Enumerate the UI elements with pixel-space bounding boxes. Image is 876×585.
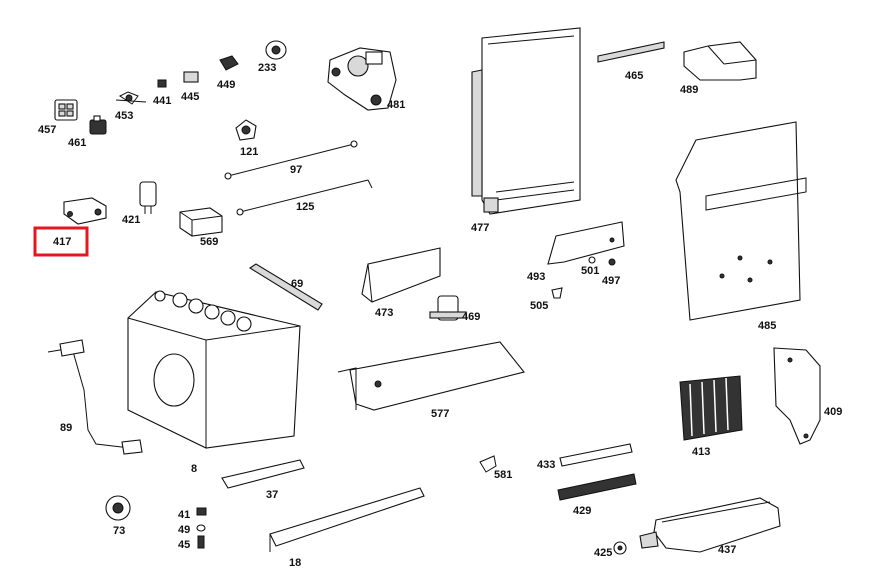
- part-501[interactable]: [588, 256, 596, 264]
- label-581: 581: [494, 469, 512, 481]
- part-18[interactable]: [269, 487, 425, 552]
- part-489[interactable]: [683, 41, 757, 81]
- part-69[interactable]: [248, 263, 323, 311]
- part-425[interactable]: [613, 541, 627, 555]
- part-505[interactable]: [551, 287, 563, 299]
- label-569: 569: [200, 236, 218, 248]
- part-125-cable[interactable]: [236, 179, 373, 216]
- part-497[interactable]: [608, 258, 616, 266]
- part-445[interactable]: [183, 71, 199, 83]
- highlight-box-417: [33, 226, 89, 257]
- label-453: 453: [115, 110, 133, 122]
- label-461-relay: 461: [68, 137, 86, 149]
- part-473[interactable]: [361, 247, 441, 303]
- label-473: 473: [375, 307, 393, 319]
- label-89: 89: [60, 422, 72, 434]
- part-581[interactable]: [479, 455, 497, 473]
- label-97: 97: [290, 164, 302, 176]
- label-577: 577: [431, 408, 449, 420]
- label-445: 445: [181, 91, 199, 103]
- part-485[interactable]: [675, 121, 807, 321]
- label-481: 481: [387, 99, 405, 111]
- part-457[interactable]: [54, 99, 78, 121]
- label-8: 8: [191, 463, 197, 475]
- label-485: 485: [758, 320, 776, 332]
- label-49: 49: [178, 524, 190, 536]
- part-577[interactable]: [337, 341, 525, 411]
- label-125: 125: [296, 201, 314, 213]
- part-417[interactable]: [63, 197, 107, 225]
- label-409: 409: [824, 406, 842, 418]
- label-233: 233: [258, 62, 276, 74]
- label-469: 469: [462, 311, 480, 323]
- part-449[interactable]: [219, 55, 239, 71]
- label-489: 489: [680, 84, 698, 96]
- part-121[interactable]: [235, 119, 257, 141]
- part-73[interactable]: [105, 495, 131, 521]
- part-233[interactable]: [265, 40, 287, 60]
- label-18: 18: [289, 557, 301, 569]
- label-37: 37: [266, 489, 278, 501]
- part-413[interactable]: [679, 375, 743, 441]
- part-441[interactable]: [157, 79, 167, 88]
- part-8-battery[interactable]: [127, 290, 301, 449]
- label-429: 429: [573, 505, 591, 517]
- part-461-relay[interactable]: [89, 115, 107, 135]
- label-121: 121: [240, 146, 258, 158]
- part-569[interactable]: [179, 207, 223, 237]
- label-417: 417: [53, 236, 71, 248]
- label-477: 477: [471, 222, 489, 234]
- label-425: 425: [594, 547, 612, 559]
- label-433: 433: [537, 459, 555, 471]
- part-45[interactable]: [197, 535, 205, 549]
- part-421[interactable]: [139, 181, 157, 214]
- label-69: 69: [291, 278, 303, 290]
- label-497: 497: [602, 275, 620, 287]
- label-505: 505: [530, 300, 548, 312]
- part-481[interactable]: [327, 47, 397, 111]
- part-49[interactable]: [196, 524, 206, 532]
- label-441: 441: [153, 95, 171, 107]
- label-437: 437: [718, 544, 736, 556]
- label-465: 465: [625, 70, 643, 82]
- label-449: 449: [217, 79, 235, 91]
- part-37[interactable]: [221, 459, 305, 489]
- part-437[interactable]: [639, 497, 781, 553]
- label-413: 413: [692, 446, 710, 458]
- part-89-cable[interactable]: [47, 339, 143, 455]
- label-45: 45: [178, 539, 190, 551]
- label-501: 501: [581, 265, 599, 277]
- label-73: 73: [113, 525, 125, 537]
- part-409[interactable]: [773, 347, 821, 445]
- label-493: 493: [527, 271, 545, 283]
- part-469[interactable]: [429, 295, 467, 321]
- part-477[interactable]: [471, 27, 581, 215]
- label-457: 457: [38, 124, 56, 136]
- part-433[interactable]: [559, 443, 633, 467]
- label-41: 41: [178, 509, 190, 521]
- label-421: 421: [122, 214, 140, 226]
- part-465[interactable]: [597, 41, 665, 63]
- part-429[interactable]: [557, 473, 637, 501]
- part-453[interactable]: [115, 91, 147, 105]
- part-97-cable[interactable]: [224, 140, 358, 180]
- part-41[interactable]: [196, 507, 207, 516]
- part-493[interactable]: [547, 221, 625, 265]
